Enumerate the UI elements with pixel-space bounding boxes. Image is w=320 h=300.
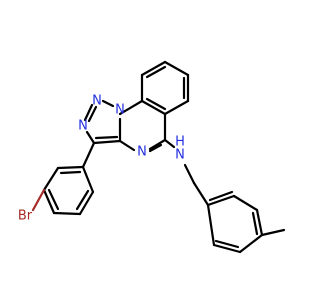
- molecule-canvas: N N N N N H Br: [18, 60, 286, 254]
- atom-br-label: Br: [18, 209, 33, 224]
- triazole-ring: [83, 99, 122, 145]
- atom-n1-label: N: [115, 103, 125, 118]
- atom-n2-label: N: [92, 94, 102, 109]
- amine-linker: [163, 138, 196, 185]
- atom-n4-label: N: [137, 145, 147, 160]
- molecule-structure: N N N N N H Br: [18, 60, 286, 254]
- pyrimidine-ring: [118, 99, 167, 153]
- bromophenyl-ring: [31, 141, 96, 216]
- atom-n3-label: N: [78, 119, 88, 134]
- atom-h-label: H: [175, 135, 185, 150]
- methylphenyl-ring: [192, 181, 286, 254]
- atom-nh-label: N: [175, 148, 185, 163]
- benzo-ring: [140, 60, 190, 116]
